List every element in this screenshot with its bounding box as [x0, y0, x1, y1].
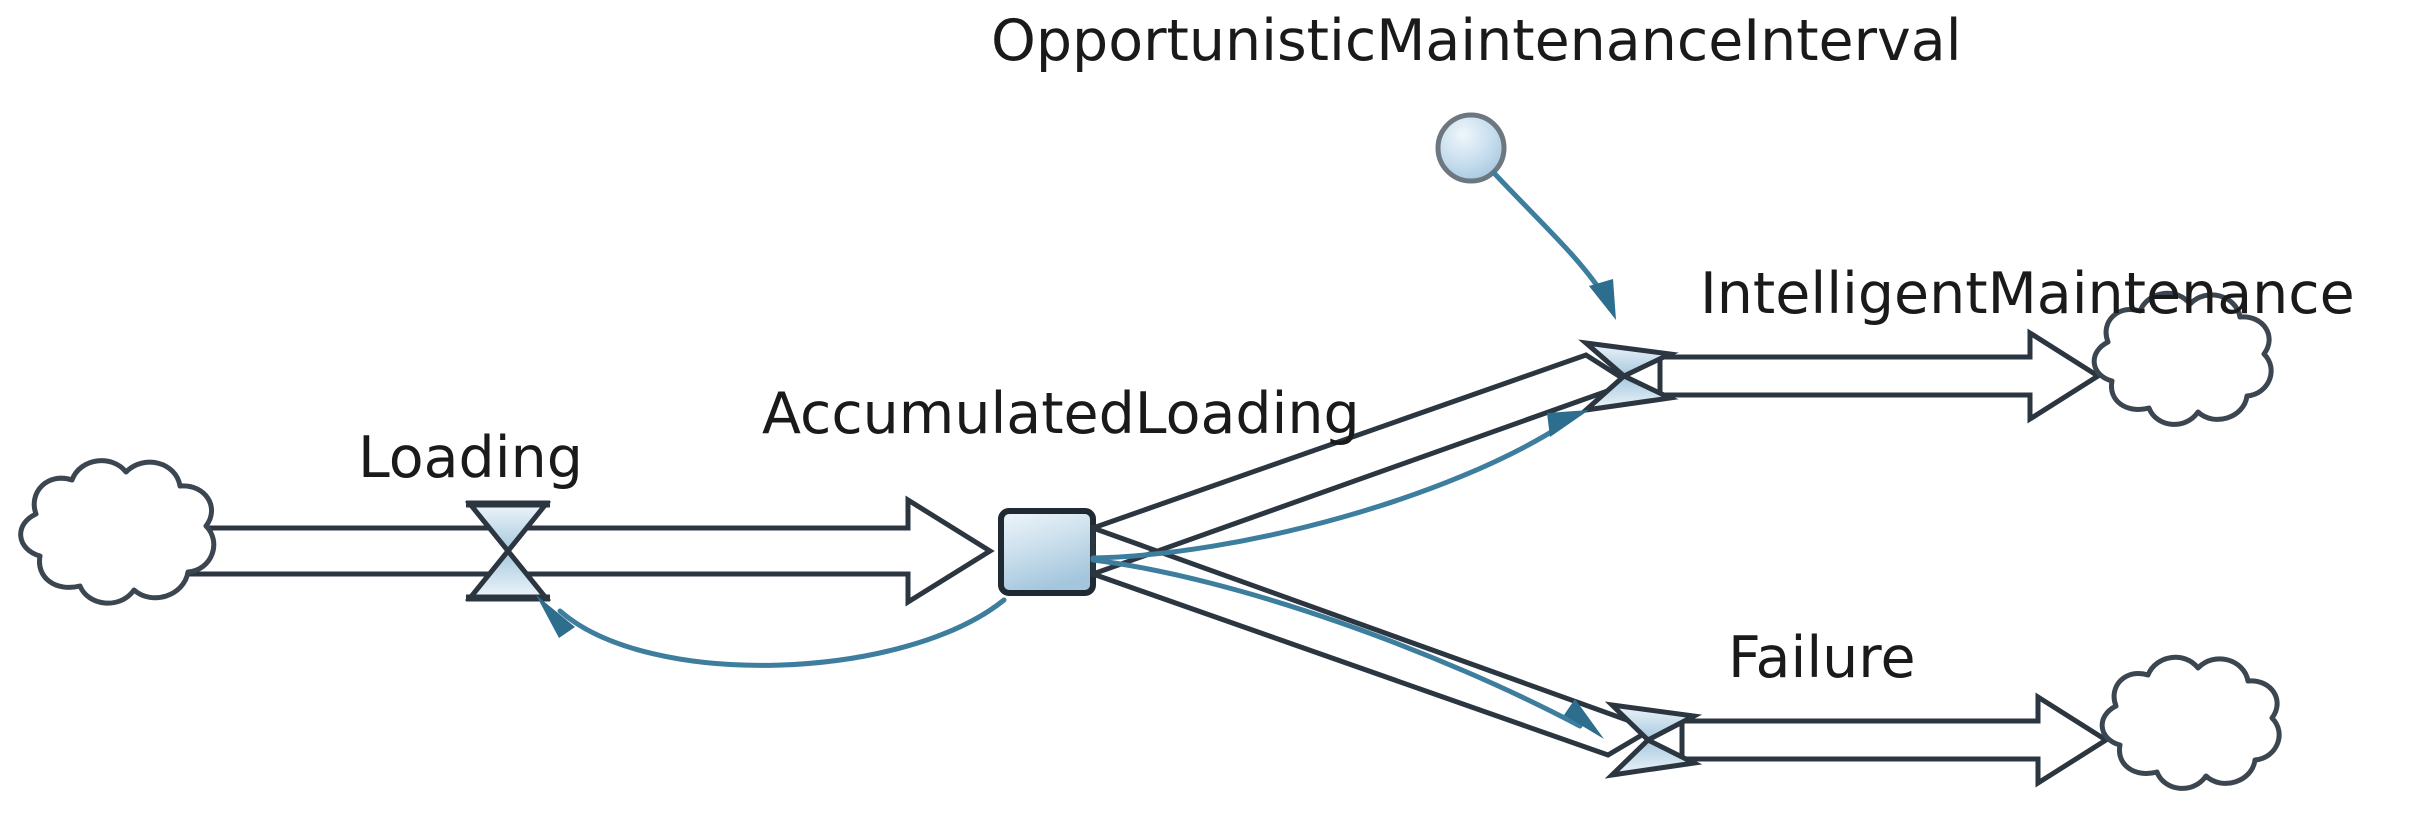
sink-cloud-failure[interactable] [2099, 654, 2282, 791]
flow-pipe-failure-outflow [1679, 692, 2111, 788]
label-opportunistic-maintenance-interval: OpportunisticMaintenanceInterval [991, 8, 1962, 74]
failure-valve[interactable] [1604, 701, 1703, 779]
sink-cloud-maintenance[interactable] [2091, 290, 2274, 427]
link-interval-to-maintenance[interactable] [1491, 170, 1616, 320]
flow-pipe-loading [165, 495, 995, 607]
opportunistic-maintenance-interval-variable[interactable] [1435, 112, 1507, 184]
loading-valve[interactable] [464, 500, 552, 602]
link-stock-to-failure[interactable] [1090, 557, 1604, 739]
source-cloud-left[interactable] [18, 458, 217, 606]
link-stock-to-maintenance[interactable] [1090, 410, 1589, 561]
flow-pipe-maintenance-outflow [1657, 328, 2103, 424]
label-accumulated-loading: AccumulatedLoading [762, 381, 1360, 447]
intelligent-maintenance-valve[interactable] [1578, 339, 1679, 414]
link-stock-to-loading[interactable] [536, 595, 1007, 668]
label-failure: Failure [1728, 625, 1916, 691]
accumulated-loading-stock[interactable] [998, 508, 1096, 596]
label-intelligent-maintenance: IntelligentMaintenance [1700, 261, 2355, 327]
label-loading: Loading [358, 425, 583, 491]
